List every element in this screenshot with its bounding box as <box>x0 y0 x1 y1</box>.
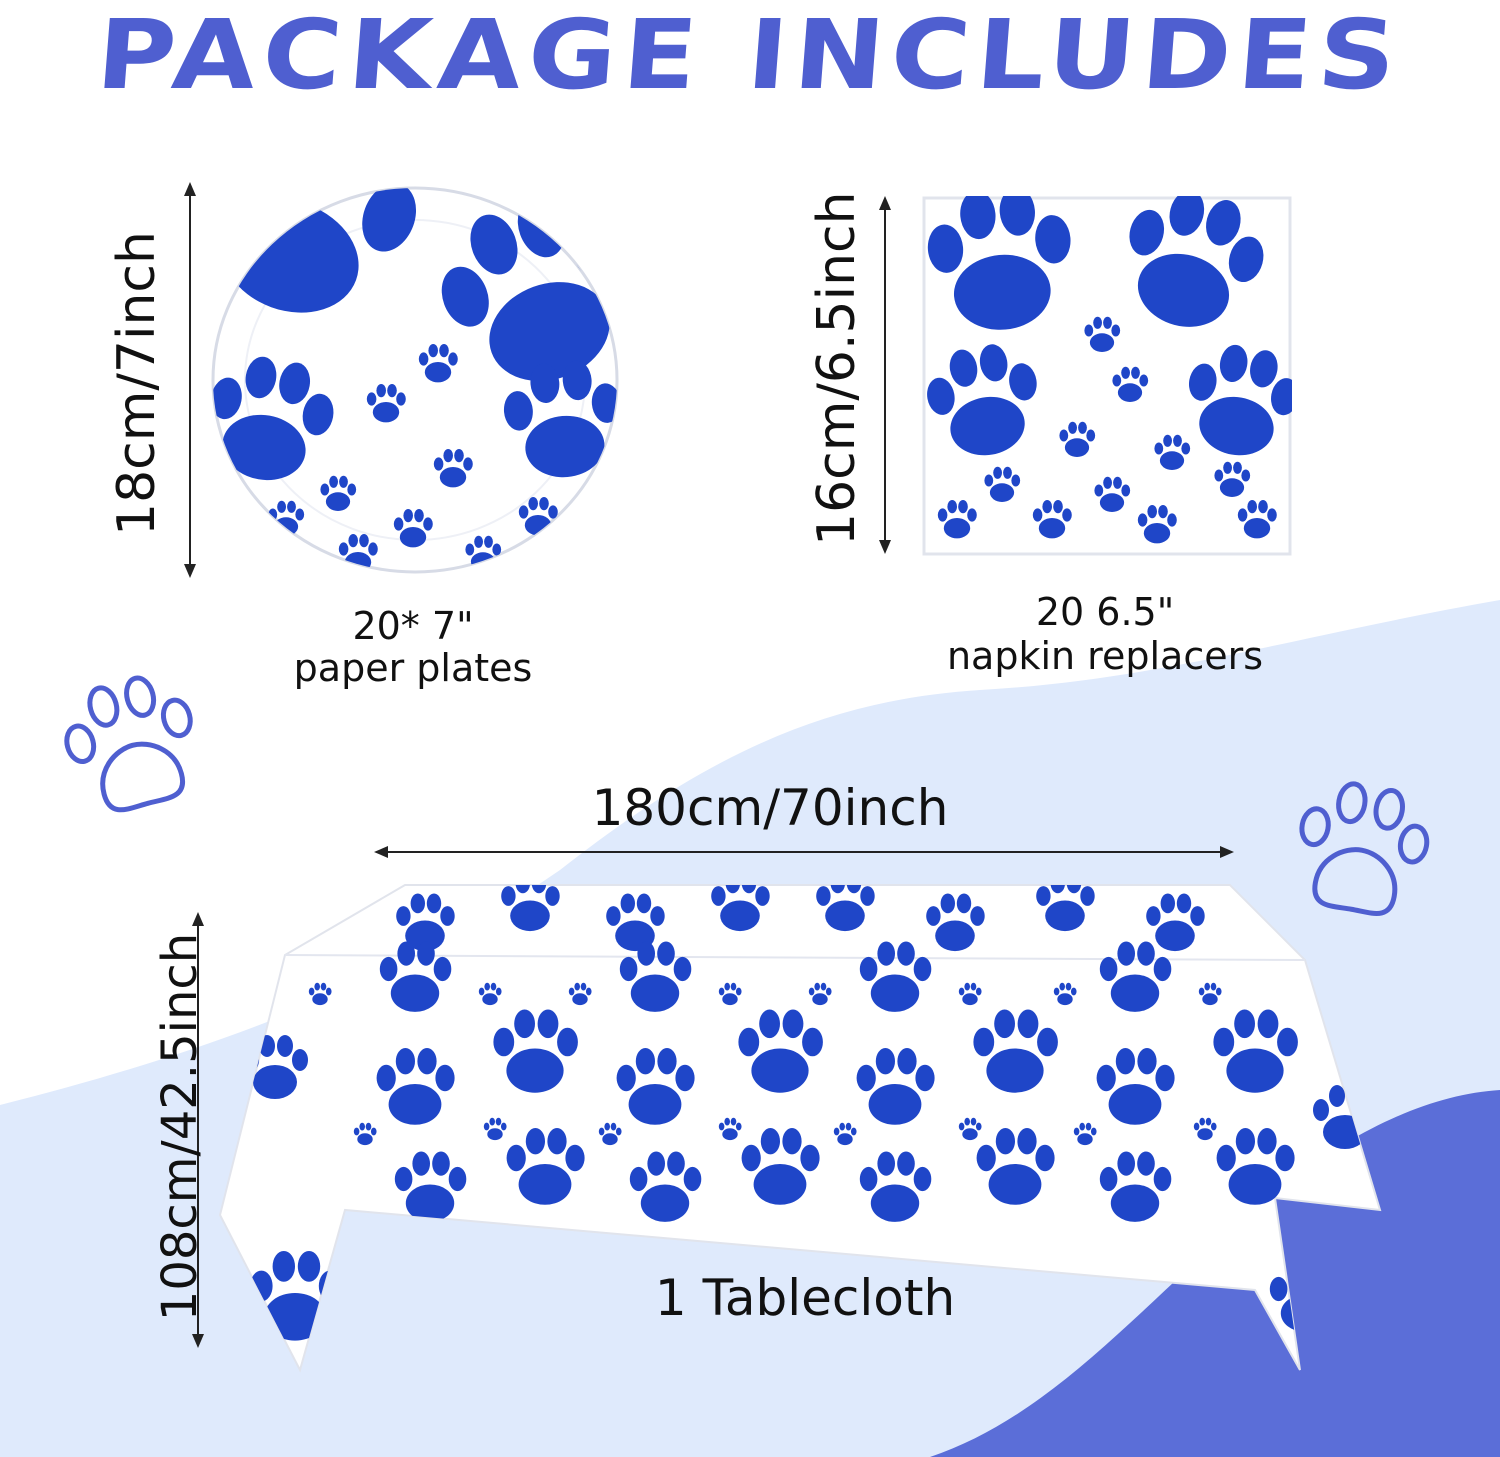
tablecloth-width-arrow <box>374 846 1234 858</box>
tablecloth-image <box>218 884 1382 1373</box>
napkin-height-label: 16cm/6.5inch <box>807 191 867 546</box>
tablecloth-height-arrow <box>192 912 204 1348</box>
plate-height-label: 18cm/7inch <box>107 231 167 536</box>
page-title: PACKAGE INCLUDES <box>92 0 1408 111</box>
plate-count-label: 20* 7" <box>352 604 474 648</box>
paw-outline-icon <box>64 675 193 813</box>
tablecloth-name-label: 1 Tablecloth <box>654 1269 956 1327</box>
tablecloth-width-label: 180cm/70inch <box>591 779 949 837</box>
plate-height-arrow <box>184 182 196 578</box>
plate-name-label: paper plates <box>293 646 533 690</box>
napkin-height-arrow <box>879 196 891 554</box>
napkin-image <box>922 196 1292 556</box>
paper-plate-image <box>211 186 619 574</box>
tablecloth-height-label: 108cm/42.5inch <box>152 932 208 1322</box>
napkin-count-label: 20 6.5" <box>1035 590 1175 634</box>
napkin-name-label: napkin replacers <box>946 634 1264 678</box>
paw-outline-icon <box>1299 781 1430 916</box>
